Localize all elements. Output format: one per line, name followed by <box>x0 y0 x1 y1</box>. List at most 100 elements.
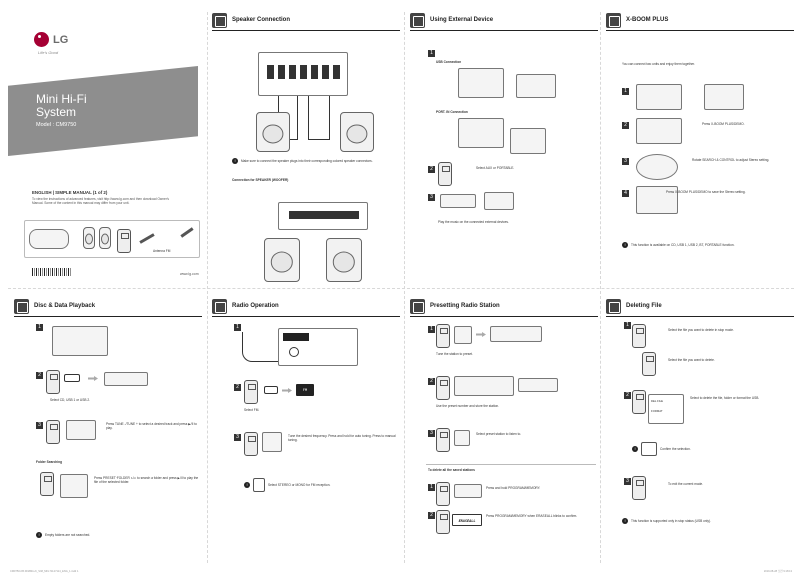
radio-icon <box>212 298 227 314</box>
panel-disc-playback: Disc & Data Playback 1 2 Select CD, USB … <box>10 292 206 574</box>
fm-jack <box>289 347 299 357</box>
info-icon: ! <box>36 532 42 538</box>
title-rule <box>410 316 598 317</box>
product-line-1: Mini Hi-Fi <box>36 92 87 106</box>
eraseall-display: ERASEALL <box>452 514 482 526</box>
panel-title: Presetting Radio Station <box>410 298 500 314</box>
remote-image <box>632 324 646 348</box>
unit-b-image <box>704 84 744 110</box>
remote-image <box>436 510 450 534</box>
website: www.lg.com <box>180 272 199 276</box>
panel-title: Deleting File <box>606 298 662 314</box>
woofer-terminal <box>289 211 359 219</box>
step-text: Tune the desired frequency. Press and ho… <box>288 434 396 442</box>
antenna-wire <box>242 332 282 362</box>
antenna-connector-diagram <box>278 328 358 366</box>
info-icon: ! <box>632 446 638 452</box>
cover-panel: LG Life's Good Mini Hi-Fi System Model :… <box>8 6 204 288</box>
unit-button-image <box>636 186 678 214</box>
menu-item-del-file: DEL FILE <box>651 399 664 403</box>
remote-image <box>244 380 258 404</box>
remote-small-icon <box>253 478 265 492</box>
subheading: Connection for SPEAKER (WOOFER) <box>232 178 289 182</box>
cable-icon <box>410 12 425 28</box>
memory-buttons-image <box>454 376 514 396</box>
remote-image <box>438 162 452 186</box>
woofer-speaker-image <box>264 238 300 282</box>
step-number: 2 <box>622 122 629 129</box>
speaker-connection-icon <box>212 12 227 28</box>
usb-connection-label: USB Connection <box>436 60 462 64</box>
preset-button-image <box>454 430 470 446</box>
display-image <box>104 372 148 386</box>
port-in-label: PORT. IN Connection <box>436 110 468 114</box>
panel-title: Speaker Connection <box>212 12 290 28</box>
speaker-terminals <box>267 65 341 79</box>
tune-button-image <box>66 420 96 440</box>
barcode <box>32 268 72 276</box>
remote-image <box>46 370 60 394</box>
manual-language: ENGLISH | SIMPLE MANUAL (1 of 2) <box>32 190 108 195</box>
step-text: Select the file you want to delete. <box>668 358 715 362</box>
product-line-2: System <box>36 105 77 119</box>
step-text: Select to delete the file, folder or for… <box>690 396 760 400</box>
remote-image <box>632 390 646 414</box>
panel-title: Radio Operation <box>212 298 279 314</box>
port-in-diagram <box>458 118 504 148</box>
step-number: 1 <box>36 324 43 331</box>
panel-title: Using External Device <box>410 12 493 28</box>
step-text: Press and hold PROGRAM/MEMORY. <box>486 486 541 490</box>
step-text: Use the preset number and store the stat… <box>436 404 500 408</box>
unit-a-image <box>636 84 682 110</box>
display-image <box>518 378 558 392</box>
step-text: Press TUNE -/TUNE + to select a desired … <box>106 422 197 430</box>
antenna-label: Antenna FM <box>153 249 171 253</box>
step-text: Rotate SEARCH & CONTROL to adjust Stereo… <box>692 158 770 162</box>
rear-panel-diagram <box>258 52 348 96</box>
display-image <box>490 326 542 342</box>
speaker-image <box>83 227 95 249</box>
step-number: 1 <box>428 484 435 491</box>
lg-logo: LG <box>34 32 68 47</box>
panel-presetting-radio: Presetting Radio Station 1 Tune the stat… <box>406 292 602 574</box>
woofer-speaker-image <box>326 238 362 282</box>
step-number: 2 <box>428 512 435 519</box>
info-icon: ! <box>622 518 628 524</box>
remote-image <box>436 482 450 506</box>
model-number: Model : CM9750 <box>36 122 77 128</box>
menu-item-format: FORMAT <box>651 409 663 413</box>
panel-radio-operation: Radio Operation 1 2 FM Select FM. 3 Tune… <box>208 292 404 574</box>
fold-line <box>600 12 601 563</box>
title-rule <box>410 30 598 31</box>
antenna-label-plate <box>283 333 309 341</box>
link-icon <box>606 12 621 28</box>
fm-display: FM <box>296 384 314 396</box>
step-text: Press X-BOOM PLUS/DEMO. <box>702 122 745 126</box>
subheading: To delete all the saved stations <box>428 468 475 472</box>
step-number: 3 <box>622 158 629 165</box>
program-button-image <box>454 484 482 498</box>
title-rule <box>606 30 794 31</box>
step-text: To exit the current mode. <box>668 482 704 486</box>
step-text: Play the music on the connected external… <box>438 220 509 224</box>
step-number: 1 <box>428 50 435 57</box>
delete-menu-image: DEL FILE FORMAT <box>648 394 684 424</box>
step-number: 2 <box>234 384 241 391</box>
function-button <box>264 386 278 394</box>
remote-image <box>244 432 258 456</box>
remote-image <box>40 472 54 496</box>
speaker-wire <box>308 96 330 140</box>
section-divider <box>426 464 596 465</box>
step-text: Select preset station to listen to. <box>476 432 522 436</box>
step-text: Select CD, USB 1 or USB 2. <box>50 398 91 402</box>
panel-title: X-BOOM PLUS <box>606 12 668 28</box>
right-speaker-image <box>340 112 374 152</box>
speaker-image <box>99 227 111 249</box>
step-number: 2 <box>36 372 43 379</box>
panel-title: Disc & Data Playback <box>14 298 95 314</box>
function-button <box>64 374 80 382</box>
step-number: 1 <box>624 322 631 329</box>
phone-image <box>440 194 476 208</box>
note: !Make sure to connect the speaker plugs … <box>232 158 402 164</box>
step-number: 3 <box>234 434 241 441</box>
